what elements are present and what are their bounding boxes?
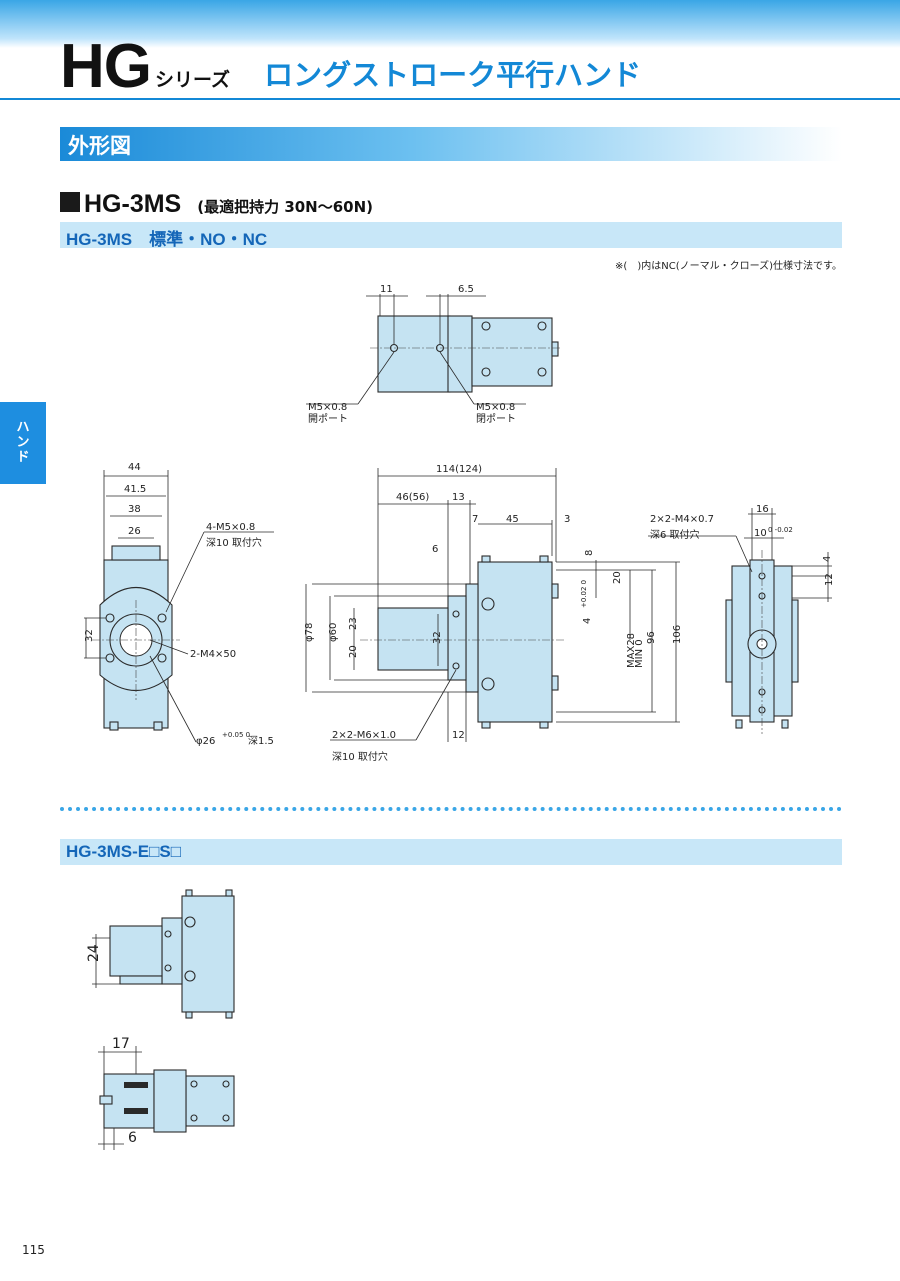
dim-front-13: 13 [452,492,465,503]
dim-front-20r: 20 [612,571,623,584]
dim-end-16: 16 [756,504,769,515]
dim-front-12: 12 [452,730,465,741]
dim-front-7: 7 [472,514,478,525]
series-code: HG [60,32,152,101]
series-word: シリーズ [155,69,231,91]
dim-variant-17: 17 [112,1036,130,1052]
side-holes-depth: 深10 取付穴 [206,536,262,549]
page-header: HG シリーズ ロングストローク平行ハンド [60,28,641,98]
dim-front-length: 114(124) [436,464,482,475]
side-tab-label: ハンド [16,420,30,465]
front-tap-size: 2×2-M6×1.0 [332,730,396,741]
side-bore-depth: 深1.5 [248,735,274,747]
dim-front-32: 32 [432,631,443,644]
port-open-size: M5×0.8 [308,402,347,413]
page-number: 115 [22,1243,45,1257]
dim-front-96: 96 [646,631,657,644]
square-bullet-icon [60,192,80,212]
dim-top-11: 11 [380,284,393,295]
front-tap-depth: 深10 取付穴 [332,750,388,763]
section-banner: 外形図 [60,127,842,161]
side-bore: φ26 [196,736,215,747]
dim-front-8: 8 [584,550,595,556]
variant-side-drawing [98,1046,235,1150]
dim-side-26: 26 [128,526,141,537]
side-bore-tolerance: +0.05 0 [222,731,250,739]
port-open-label: 開ポート [308,413,348,425]
dim-side-38: 38 [128,504,141,515]
side-screws: 2-M4×50 [190,649,236,660]
stroke-min: MIN 0 [634,639,645,668]
dim-front-3: 3 [564,514,570,525]
model-code: HG-3MS [84,190,182,218]
model-heading: HG-3MS (最適把持力 30N〜60N) [60,190,373,219]
product-name: ロングストローク平行ハンド [264,58,642,92]
end-tap-size: 2×2-M4×0.7 [650,514,714,525]
model-note: (最適把持力 30N〜60N) [197,198,374,216]
dim-side-41-5: 41.5 [124,484,146,495]
dim-front-4-tolerance: +0.02 0 [580,580,588,608]
side-tab[interactable]: ハンド [0,402,46,484]
dim-variant-24: 24 [86,944,102,962]
front-view-drawing [305,468,680,742]
variant-top-drawing [92,889,235,1019]
dim-end-12: 12 [824,573,835,586]
dim-end-10: 10 [754,528,767,539]
port-close-size: M5×0.8 [476,402,515,413]
dim-front-20: 20 [348,645,359,658]
nc-note: ※( )内はNC(ノーマル・クローズ)仕様寸法です。 [615,261,842,272]
dim-front-46: 46(56) [396,492,429,503]
dim-end-4: 4 [822,556,833,562]
dim-variant-6: 6 [128,1130,137,1146]
port-close-label: 閉ポート [476,413,516,425]
dim-front-45: 45 [506,514,519,525]
dim-front-phi60: φ60 [328,623,339,642]
end-view-drawing [648,508,832,734]
dim-front-4: 4 [582,618,593,624]
subsection-band-variant: HG-3MS-E□S□ [60,839,842,865]
header-rule [0,98,900,100]
top-view-drawing [306,294,562,405]
dim-front-106: 106 [672,625,683,644]
subsection-title-standard: HG-3MS 標準・NO・NC [66,230,268,249]
dim-end-10-tolerance: 0 -0.02 [768,526,793,534]
dim-side-44: 44 [128,462,141,473]
dim-top-6-5: 6.5 [458,284,474,295]
top-gradient-band [0,0,900,48]
dim-front-6: 6 [432,544,438,555]
dim-front-phi78: φ78 [304,623,315,642]
dim-front-23: 23 [348,617,359,630]
end-tap-depth: 深6 取付穴 [650,528,700,541]
dotted-divider [60,807,842,811]
side-holes-size: 4-M5×0.8 [206,522,255,533]
subsection-band-standard: HG-3MS 標準・NO・NC [60,222,842,249]
dim-side-32: 32 [84,629,95,642]
subsection-title-variant: HG-3MS-E□S□ [66,842,181,861]
section-title: 外形図 [68,134,131,158]
side-view-drawing [84,470,274,743]
stroke-max: MAX28 [626,633,637,668]
